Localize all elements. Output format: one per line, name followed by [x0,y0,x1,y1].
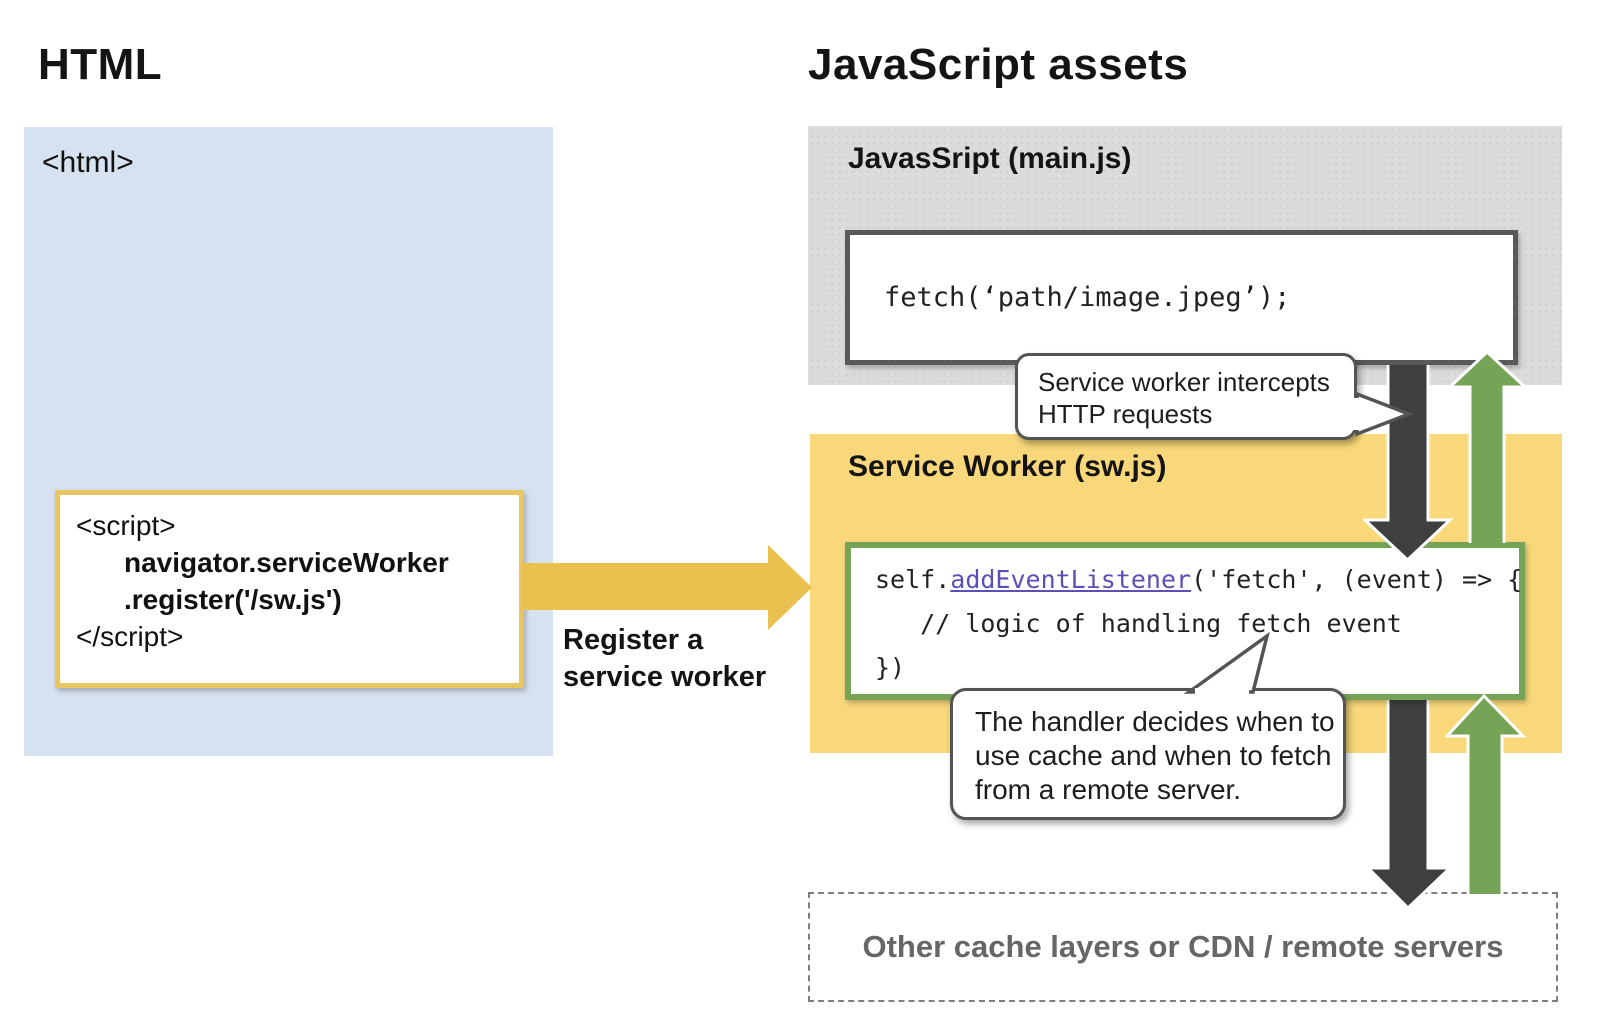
heading-javascript-assets: JavaScript assets [808,40,1188,90]
fetch-code-box: fetch(‘path/image.jpeg’); [845,230,1518,365]
dark-down-arrow-to-servers [1365,698,1457,913]
bubble-handler: The handler decides when to use cache an… [950,688,1346,820]
register-script-code-box: <script> navigator.serviceWorker .regist… [55,490,524,688]
script-close-tag: </script> [76,618,519,655]
register-arrow [522,540,816,636]
bubble-intercept-pointer [1345,388,1417,444]
green-up-arrow-from-servers [1445,692,1527,894]
script-open-tag: <script> [76,507,519,544]
fetch-code-text: fetch(‘path/image.jpeg’); [850,282,1290,313]
html-tag-text: <html> [42,146,134,180]
remote-servers-label: Other cache layers or CDN / remote serve… [863,929,1504,965]
script-code-line-register: .register('/sw.js') [76,581,519,618]
heading-html: HTML [38,40,162,90]
green-up-arrow-response [1447,349,1529,543]
bubble-intercept: Service worker intercepts HTTP requests [1015,353,1357,440]
bubble-handler-pointer [1175,626,1285,698]
script-code-line-navigator: navigator.serviceWorker [76,544,519,581]
mainjs-title: JavasSript (main.js) [848,142,1131,176]
addeventlistener-keyword: addEventListener [950,565,1191,594]
service-worker-title: Service Worker (sw.js) [848,450,1167,484]
